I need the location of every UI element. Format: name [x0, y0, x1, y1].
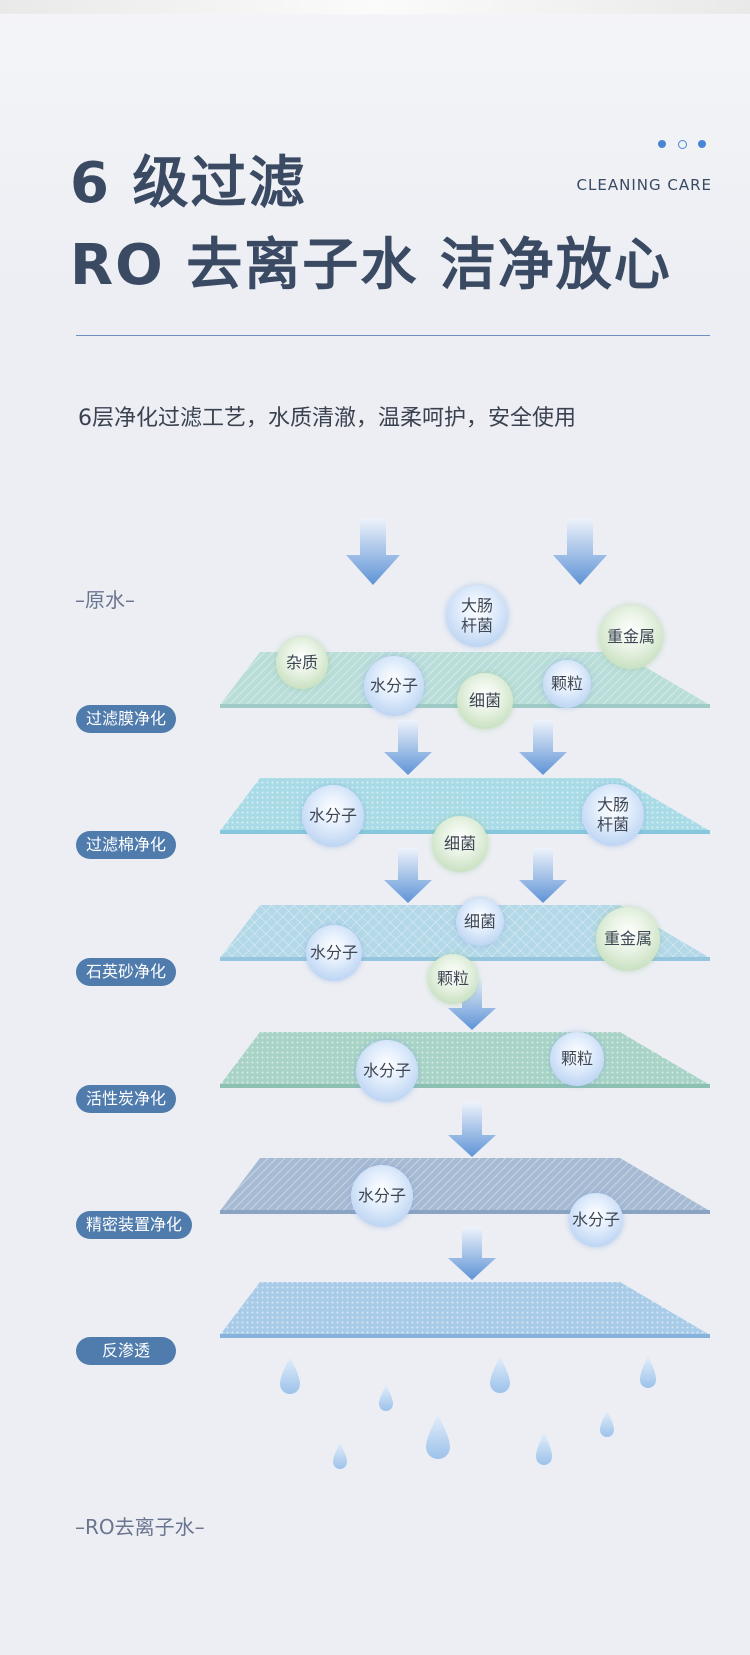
particle-water-molecule: 水分子: [306, 925, 362, 981]
particle-water-molecule: 水分子: [364, 656, 424, 716]
water-drop-icon: [490, 1356, 510, 1393]
raw-water-label: –原水–: [75, 588, 135, 612]
particle-impurity: 杂质: [276, 637, 328, 689]
dot-icon: [698, 140, 706, 148]
layer-label-activated-carbon: 活性炭净化: [76, 1085, 177, 1113]
particle-bacteria: 细菌: [457, 673, 513, 729]
particle-ecoli: 大肠 杆菌: [582, 784, 644, 846]
description: 6层净化过滤工艺，水质清澈，温柔呵护，安全使用: [78, 406, 576, 431]
particle-granule: 颗粒: [428, 954, 478, 1004]
particle-water-molecule: 水分子: [356, 1040, 418, 1102]
top-strip: [0, 0, 750, 14]
arrow-down-icon: [384, 848, 432, 903]
layer-precision: [220, 1158, 710, 1214]
water-drop-icon: [379, 1385, 393, 1411]
particle-water-molecule: 水分子: [351, 1165, 413, 1227]
layer-activated-carbon: [220, 1032, 710, 1088]
layer-label-quartz-sand: 石英砂净化: [76, 958, 177, 986]
water-drop-icon: [536, 1433, 552, 1465]
particle-granule: 颗粒: [543, 660, 591, 708]
particle-bacteria: 细菌: [432, 816, 488, 872]
particle-heavy-metal: 重金属: [596, 907, 660, 971]
particle-water-molecule: 水分子: [302, 785, 364, 847]
layer-label-reverse-osmosis: 反渗透: [76, 1337, 177, 1365]
arrow-down-icon: [346, 518, 400, 585]
header-divider: [76, 335, 710, 336]
water-drop-icon: [600, 1411, 614, 1437]
water-drop-icon: [333, 1443, 347, 1469]
arrow-down-icon: [519, 720, 567, 775]
water-drop-icon: [426, 1415, 450, 1459]
particle-heavy-metal: 重金属: [599, 605, 663, 669]
water-drop-icon: [280, 1357, 300, 1394]
subtitle-english: CLEANING CARE: [576, 176, 712, 194]
layer-label-precision: 精密装置净化: [76, 1211, 193, 1239]
arrow-down-icon: [519, 848, 567, 903]
dot-icon: [658, 140, 666, 148]
dot-hollow-icon: [678, 140, 687, 149]
water-drop-icon: [640, 1356, 656, 1388]
arrow-down-icon: [553, 518, 607, 585]
dots-decoration: [658, 140, 710, 152]
arrow-down-icon: [448, 1227, 496, 1280]
particle-ecoli: 大肠 杆菌: [446, 585, 508, 647]
ro-water-label: –RO去离子水–: [75, 1515, 205, 1539]
particle-water-molecule: 水分子: [569, 1193, 623, 1247]
layer-label-cotton: 过滤棉净化: [76, 831, 177, 859]
arrow-down-icon: [384, 720, 432, 775]
layer-reverse-osmosis: [220, 1282, 710, 1338]
arrow-down-icon: [448, 1102, 496, 1157]
particle-bacteria: 细菌: [456, 898, 504, 946]
particle-granule: 颗粒: [550, 1032, 604, 1086]
title-line-1: 6 级过滤: [70, 151, 307, 216]
title-line-2: RO 去离子水 洁净放心: [70, 233, 672, 298]
arrow-down-icon: [448, 975, 496, 1030]
layer-label-membrane: 过滤膜净化: [76, 705, 177, 733]
